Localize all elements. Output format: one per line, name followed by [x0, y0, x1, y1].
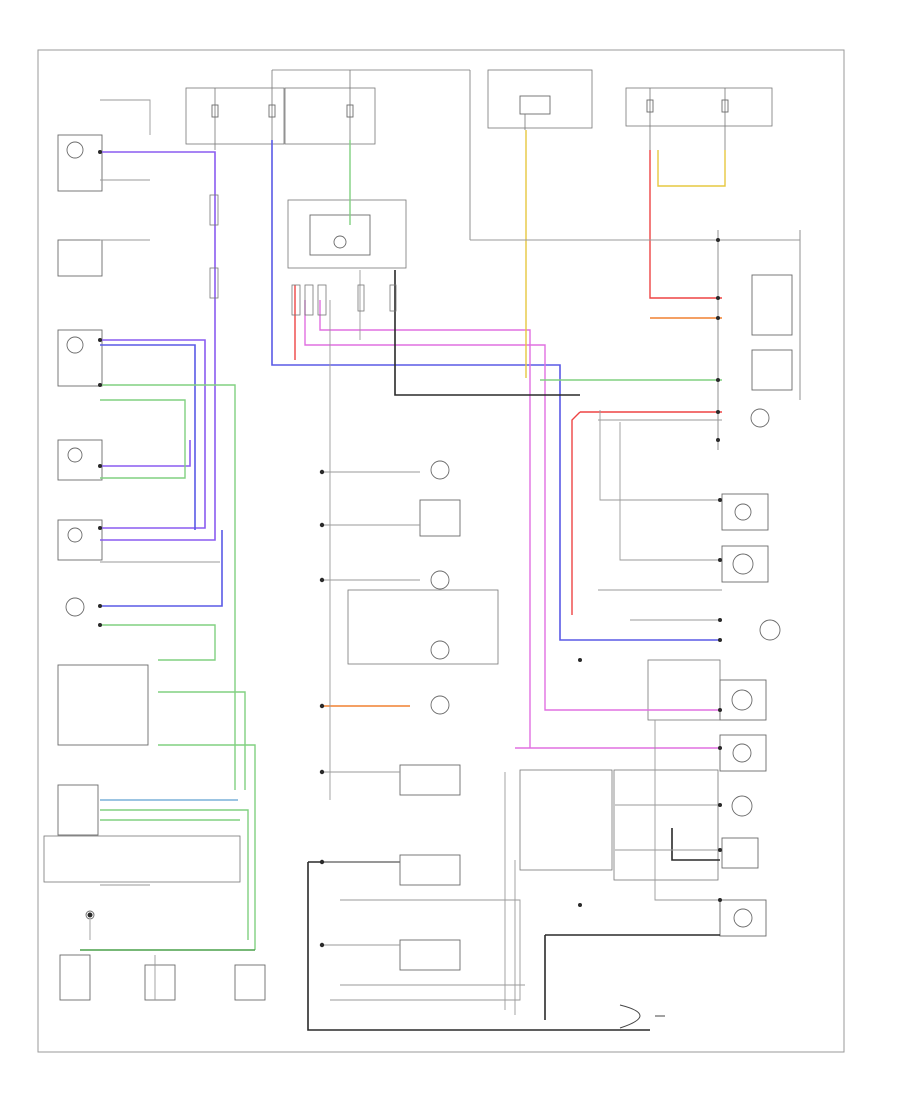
fuse-icon	[268, 104, 276, 118]
control-module-top	[287, 199, 407, 269]
lamp-icon	[67, 447, 83, 463]
wires-blue	[100, 140, 720, 641]
fuse-icon	[721, 99, 729, 113]
fuse-block-top-center	[271, 69, 471, 240]
lamp-icon	[65, 597, 85, 617]
switch-icon	[234, 964, 266, 1001]
lamp-icon	[733, 908, 753, 928]
switch-icon	[519, 95, 551, 115]
switch-icon	[399, 939, 461, 971]
lamp-icon	[430, 570, 450, 590]
wires-gray	[89, 99, 800, 1015]
fuse-icon	[646, 99, 654, 113]
switch-icon	[751, 274, 793, 336]
switch-icon	[144, 964, 176, 1001]
fuse-icon	[209, 194, 397, 316]
lamp-icon	[66, 336, 84, 354]
lamp-icon	[732, 553, 754, 575]
lamp-icon	[333, 235, 347, 249]
switch-icon	[399, 764, 461, 796]
lamp-icon	[430, 695, 450, 715]
fuse-icon	[211, 104, 219, 118]
right-components	[613, 493, 781, 937]
switch-icon	[399, 854, 461, 886]
lamp-icon	[67, 527, 83, 543]
ignition-switch	[487, 69, 593, 130]
switch-icon	[751, 349, 793, 391]
lamp-icon	[750, 408, 770, 428]
wires-magenta	[304, 300, 722, 749]
lamp-icon	[734, 503, 752, 521]
wires-orange	[322, 317, 722, 707]
ground-icon	[619, 1004, 665, 1029]
left-components	[43, 134, 266, 1001]
switch-icon	[59, 954, 91, 1001]
diagram-frame	[37, 49, 845, 1053]
wires-black	[307, 270, 720, 1031]
fuse-block-top-right	[625, 87, 773, 150]
center-components	[347, 460, 613, 971]
fuse-block-top-left	[185, 87, 285, 150]
lamp-icon	[430, 460, 450, 480]
lamp-icon	[66, 141, 84, 159]
wires-red	[294, 150, 722, 615]
ground-icon	[85, 910, 95, 920]
wires-green	[100, 140, 722, 950]
fuse-icon	[346, 104, 354, 118]
wires-yellow	[525, 130, 726, 378]
lamp-icon	[732, 743, 752, 763]
lamp-icon	[731, 795, 753, 817]
light-switch-panel	[472, 230, 801, 450]
lamp-icon	[731, 689, 753, 711]
lamp-icon	[430, 640, 450, 660]
wires-violet	[100, 151, 216, 541]
lamp-icon	[759, 619, 781, 641]
connector-icon	[87, 150, 722, 948]
